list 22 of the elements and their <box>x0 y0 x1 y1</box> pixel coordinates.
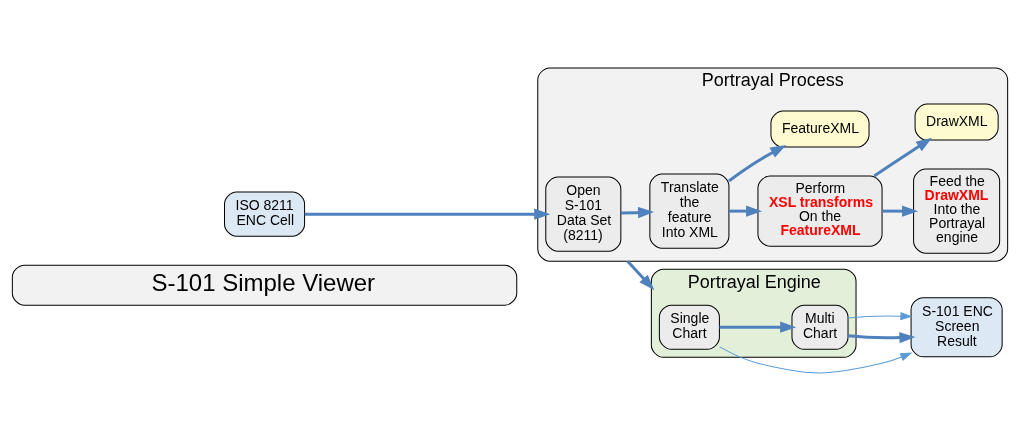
arrow <box>719 345 912 373</box>
arrow <box>304 208 551 220</box>
node-box: ISO 8211 ENC Cell <box>224 191 306 237</box>
arrow <box>847 311 912 320</box>
arrow <box>728 144 787 182</box>
node-box: FeatureXML <box>770 110 870 148</box>
node-box: S-101 ENC Screen Result <box>910 296 1003 357</box>
node-box: DrawXML <box>914 103 999 141</box>
node-box: Perform XSL transforms On the FeatureXML <box>757 175 883 247</box>
arrow <box>848 331 916 343</box>
node-box: Open S-101 Data Set (8211) <box>545 176 622 252</box>
node-box: Feed the DrawXML Into the Portrayal engine <box>913 168 1001 254</box>
arrow <box>882 205 919 217</box>
node-box: Single Chart <box>658 304 720 350</box>
arrow <box>626 259 655 290</box>
node-box: Multi Chart <box>791 304 849 350</box>
node-box: S-101 Simple Viewer <box>11 264 518 306</box>
arrow <box>873 137 933 177</box>
node-box: Translate the feature Into XML <box>649 173 730 249</box>
arrow <box>728 205 763 217</box>
arrow <box>620 206 655 218</box>
arrow <box>719 321 797 333</box>
